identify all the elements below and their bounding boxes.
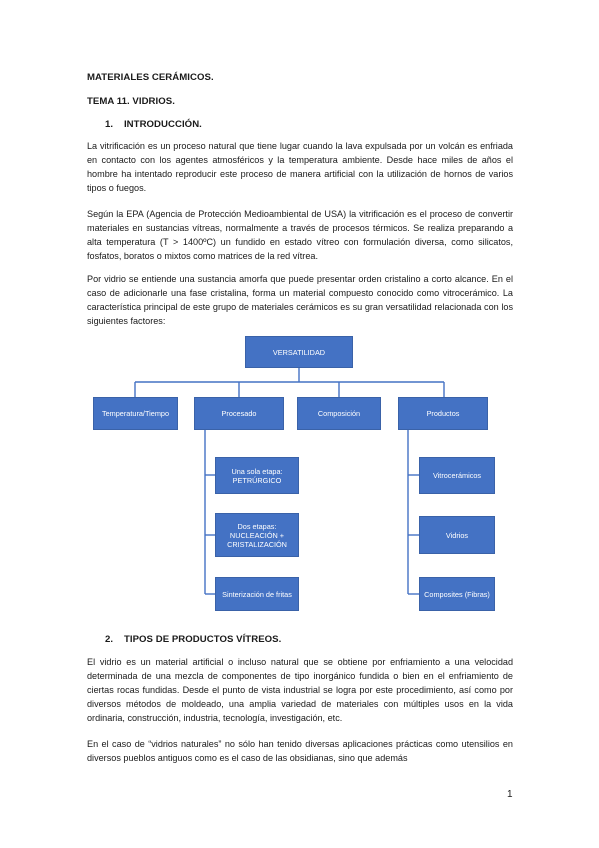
node-line: NUCLEACIÓN +: [229, 530, 285, 540]
page-number: 1: [507, 789, 513, 800]
paragraph-vidrios-naturales: En el caso de “vidrios naturales” no sól…: [87, 739, 513, 764]
paragraph-epa: Según la EPA (Agencia de Protección Medi…: [87, 209, 513, 262]
diagram-node-dos-etapas: Dos etapas: NUCLEACIÓN + CRISTALIZACIÓN: [215, 513, 299, 557]
diagram-root-versatilidad: VERSATILIDAD: [245, 336, 353, 368]
node-line: CRISTALIZACIÓN: [227, 539, 287, 549]
document-title: MATERIALES CERÁMICOS.: [87, 72, 214, 83]
diagram-node-composites: Composites (Fibras): [419, 577, 495, 611]
paragraph-vitrificacion: La vitrificación es un proceso natural q…: [87, 141, 513, 194]
node-line: Una sola etapa:: [231, 466, 283, 476]
diagram-branch-productos: Productos: [398, 397, 488, 430]
diagram-branch-composicion: Composición: [297, 397, 381, 430]
node-line: PETRÚRGICO: [232, 475, 282, 485]
diagram-branch-procesado: Procesado: [194, 397, 284, 430]
diagram-node-vidrios: Vidrios: [419, 516, 495, 554]
section-heading-tipos-productos: 2. TIPOS DE PRODUCTOS VÍTREOS.: [105, 634, 282, 645]
diagram-node-una-sola-etapa: Una sola etapa: PETRÚRGICO: [215, 457, 299, 494]
section-heading-introduccion: 1. INTRODUCCIÓN.: [105, 119, 202, 130]
diagram-branch-temperatura-tiempo: Temperatura/Tiempo: [93, 397, 178, 430]
document-subtitle: TEMA 11. VIDRIOS.: [87, 96, 175, 107]
paragraph-vidrio-definicion: Por vidrio se entiende una sustancia amo…: [87, 274, 513, 327]
diagram-node-sinterizacion: Sinterización de fritas: [215, 577, 299, 611]
node-line: Dos etapas:: [237, 521, 277, 531]
node-line: Sinterización de fritas: [222, 589, 292, 599]
diagram-node-vitroceramicos: Vitrocerámicos: [419, 457, 495, 494]
paragraph-vidrio-material: El vidrio es un material artificial o in…: [87, 657, 513, 724]
